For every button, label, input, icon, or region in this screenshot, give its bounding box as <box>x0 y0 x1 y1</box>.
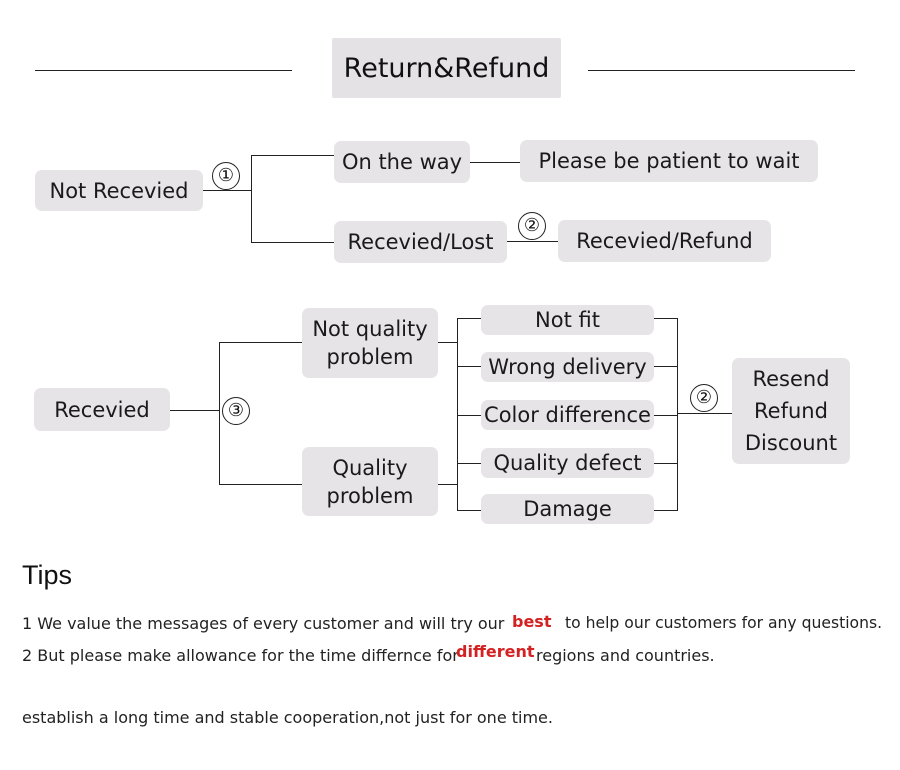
connector <box>438 342 458 343</box>
connector <box>457 318 481 319</box>
quality-line-1: Quality <box>332 455 408 480</box>
received-lost-node: Recevied/Lost <box>334 221 507 263</box>
connector <box>654 415 678 416</box>
received-refund-node: Recevied/Refund <box>558 220 771 262</box>
connector <box>654 366 678 367</box>
not-quality-problem-node: Not quality problem <box>302 308 438 378</box>
outcome-resend: Resend <box>752 367 830 391</box>
wait-node: Please be patient to wait <box>520 140 818 182</box>
step-2-marker-b: ② <box>690 384 718 412</box>
connector <box>457 415 481 416</box>
tip-1-highlight: best <box>512 612 552 631</box>
tip-1-text-b: to help our customers for any questions. <box>565 614 883 632</box>
on-the-way-node: On the way <box>334 141 470 183</box>
quality-problem-node: Quality problem <box>302 447 438 516</box>
tip-2-text-a: 2 But please make allowance for the time… <box>22 646 459 665</box>
step-3-marker: ③ <box>222 397 250 425</box>
connector <box>457 510 481 511</box>
received-node: Recevied <box>34 388 170 431</box>
reason-wrong-delivery: Wrong delivery <box>481 352 654 382</box>
tip-1-text-a: 1 We value the messages of every custome… <box>22 614 505 633</box>
connector <box>438 484 458 485</box>
reason-damage: Damage <box>481 494 654 524</box>
connector <box>251 242 334 243</box>
connector <box>251 155 334 156</box>
outcome-discount: Discount <box>744 431 838 455</box>
step-2-marker: ② <box>518 212 546 240</box>
not-quality-line-1: Not quality <box>312 317 428 341</box>
tips-heading: Tips <box>22 560 73 590</box>
connector <box>219 342 220 485</box>
connector <box>677 318 678 511</box>
reason-quality-defect: Quality defect <box>481 448 654 478</box>
connector <box>470 162 520 163</box>
title-rule-left <box>35 70 292 71</box>
connector <box>251 155 252 242</box>
tip-3-text: establish a long time and stable coopera… <box>22 708 553 727</box>
reason-not-fit: Not fit <box>481 305 654 335</box>
connector <box>219 342 302 343</box>
connector <box>457 463 481 464</box>
connector <box>654 318 678 319</box>
not-received-node: Not Recevied <box>35 170 203 211</box>
connector <box>507 241 558 242</box>
connector <box>677 413 732 414</box>
connector <box>170 410 220 411</box>
step-1-marker: ① <box>212 162 240 190</box>
outcomes-node: Resend Refund Discount <box>732 358 850 464</box>
connector <box>457 318 458 511</box>
connector <box>654 510 678 511</box>
tip-2-highlight: different <box>456 642 535 661</box>
connector <box>457 366 481 367</box>
outcome-refund: Refund <box>754 399 828 423</box>
title-rule-right <box>588 70 855 71</box>
connector <box>219 484 302 485</box>
reason-color-difference: Color difference <box>481 400 654 430</box>
not-quality-line-2: problem <box>326 345 414 369</box>
tip-2-text-b: regions and countries. <box>536 646 715 665</box>
page-title: Return&Refund <box>332 38 561 98</box>
connector <box>203 190 251 191</box>
connector <box>654 463 678 464</box>
quality-line-2: problem <box>326 483 414 508</box>
